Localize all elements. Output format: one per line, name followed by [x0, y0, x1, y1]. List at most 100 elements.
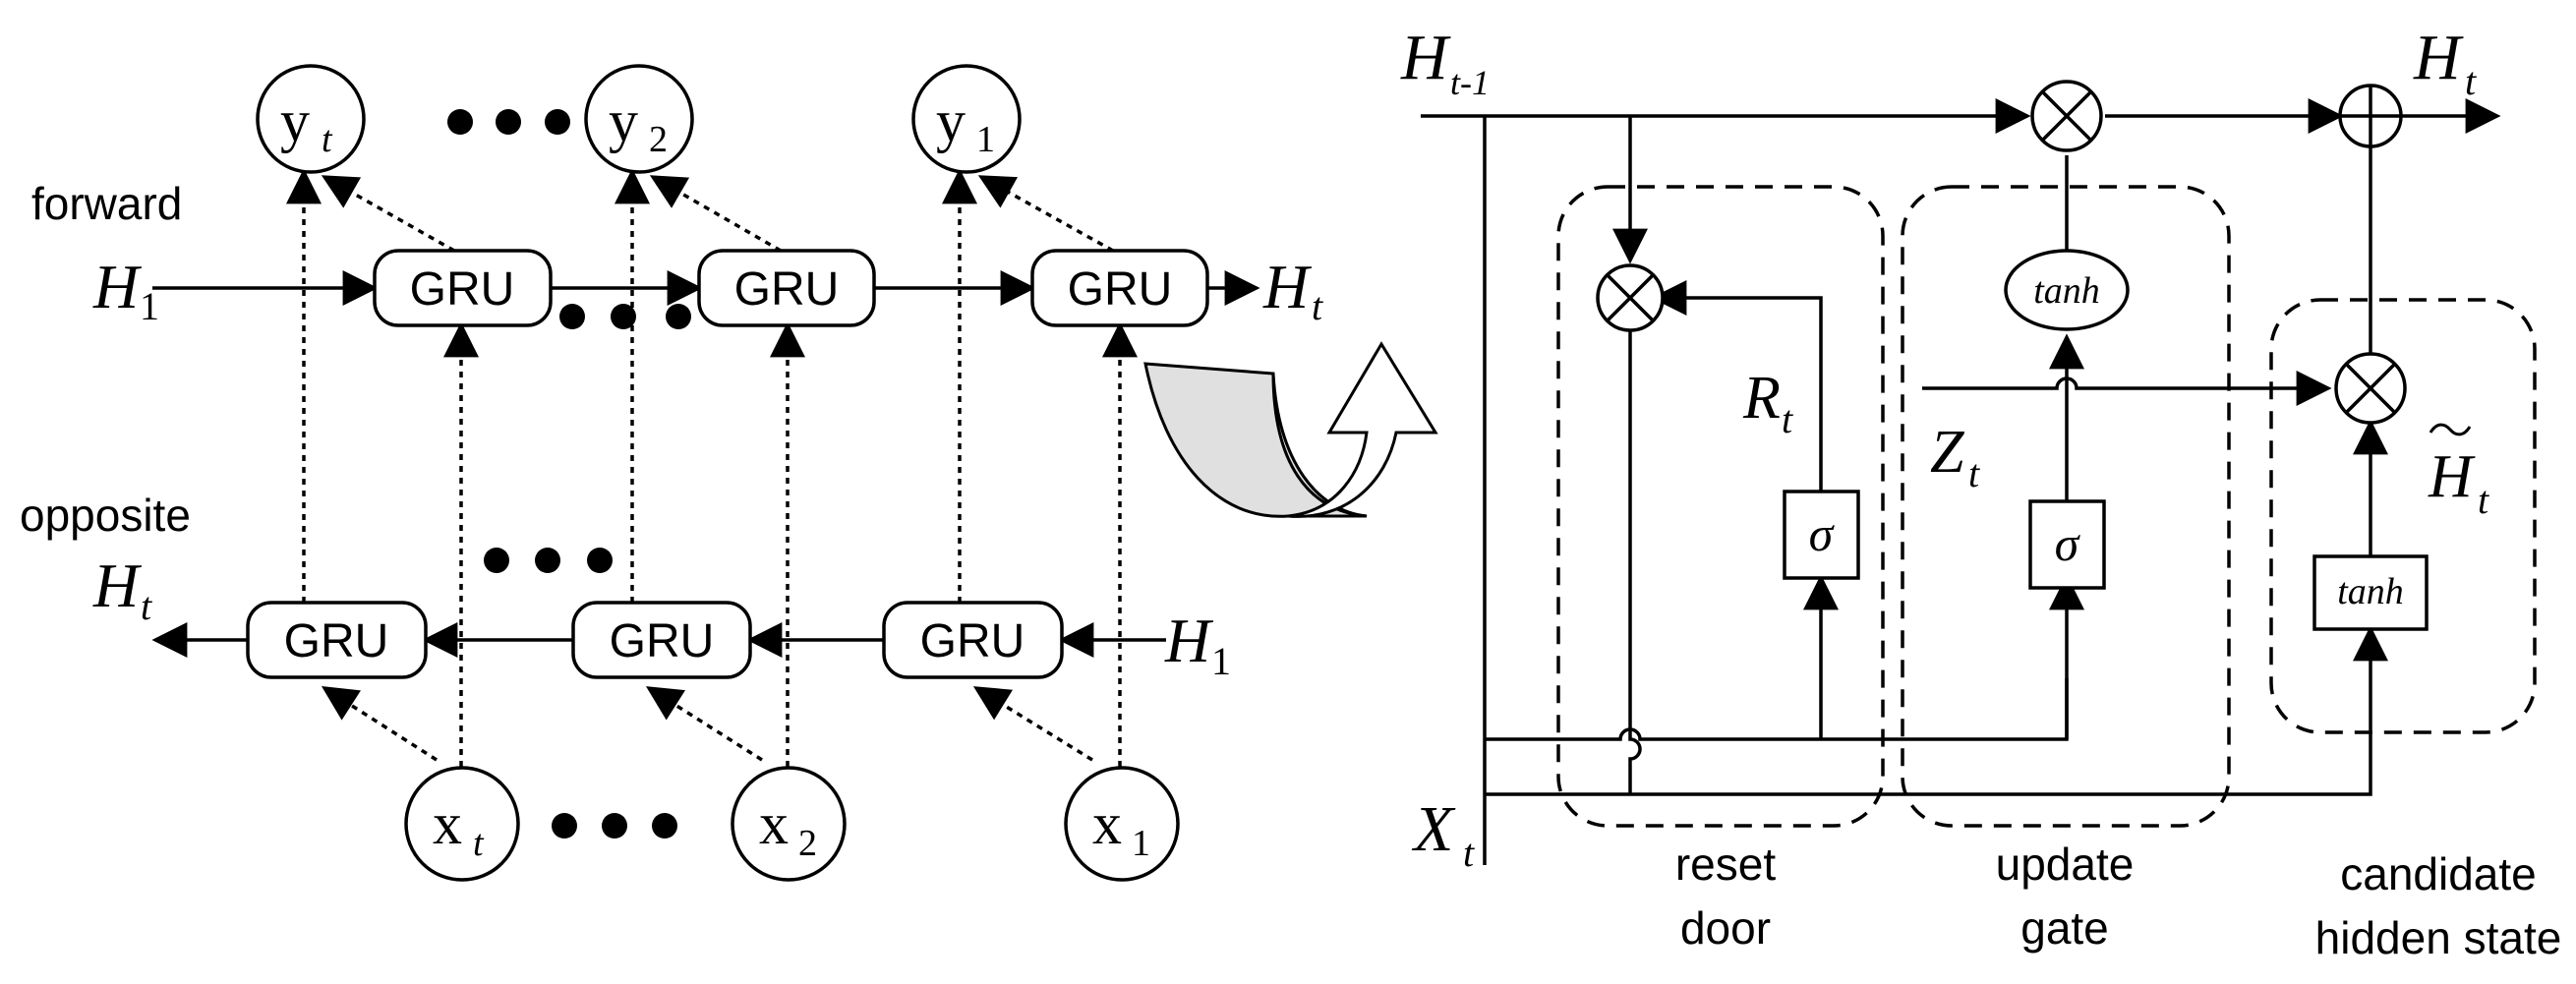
- caption-reset-line1: reset: [1675, 839, 1776, 890]
- candidate-tanh-label: tanh: [2337, 571, 2404, 612]
- output-y1-sub: 1: [976, 119, 995, 160]
- svg-text:H: H: [1262, 252, 1313, 321]
- output-node-y2: y 2: [584, 64, 694, 174]
- opposite-to-output-links: [286, 168, 977, 603]
- opposite-output-ht-main: H: [92, 550, 143, 620]
- x-in-sub: t: [1463, 831, 1475, 875]
- forward-to-output-links: [321, 175, 1114, 253]
- top-multiply-op: [2030, 80, 2103, 152]
- candidate-tanh-box: tanh: [2313, 554, 2429, 631]
- reset-door-region: [1556, 185, 1885, 828]
- input-node-x1: x 1: [1064, 766, 1180, 882]
- forward-gru-3-label: GRU: [1068, 263, 1173, 316]
- forward-gru-2: GRU: [697, 249, 876, 327]
- input-x2-sub: 2: [798, 823, 817, 864]
- h-tilde-main: H: [2428, 443, 2476, 510]
- update-tanh-node: tanh: [2004, 249, 2130, 331]
- h-tilde-label: H t: [2428, 423, 2489, 522]
- zoom-transition-arrow: [1143, 341, 1438, 518]
- svg-text:x: x: [1092, 791, 1122, 856]
- svg-text:X: X: [1411, 793, 1456, 865]
- output-y2-main: y: [609, 88, 638, 153]
- forward-input-h1-sub: 1: [140, 284, 159, 328]
- h-out-main: H: [2413, 22, 2464, 93]
- candidate-multiply-op: [2334, 352, 2407, 425]
- h-prev-main: H: [1400, 22, 1451, 93]
- opposite-output-ht-sub: t: [141, 584, 152, 628]
- output-node-y1: y 1: [911, 64, 1022, 174]
- svg-text:R: R: [1742, 365, 1781, 432]
- zt-main: Z: [1930, 419, 1964, 486]
- svg-text:H: H: [92, 550, 143, 620]
- forward-gru-2-label: GRU: [734, 263, 840, 316]
- svg-text:y: y: [280, 88, 310, 153]
- input-x1-sub: 1: [1132, 823, 1150, 864]
- gru-cell-panel: tanh σ σ tanh H t-1 H t X t R t Z t H t: [1400, 22, 2561, 963]
- forward-gru-3: GRU: [1030, 249, 1209, 327]
- rt-main: R: [1742, 365, 1781, 432]
- zt-sub: t: [1968, 451, 1980, 495]
- update-sigma-box: σ: [2028, 499, 2106, 590]
- caption-update-line2: gate: [2020, 902, 2109, 954]
- candidate-state-region: [2269, 298, 2537, 734]
- add-op: [2338, 84, 2403, 148]
- reset-mult-down: [1628, 331, 1642, 794]
- h-out-sub: t: [2465, 59, 2477, 103]
- forward-input-h1-main: H: [92, 252, 143, 321]
- input-to-opposite-links: [321, 686, 1093, 762]
- opposite-gru-1-label: GRU: [284, 615, 389, 667]
- reset-sigma-label: σ: [1809, 506, 1836, 561]
- svg-text:y: y: [936, 88, 966, 153]
- caption-candidate-line1: candidate: [2340, 848, 2537, 899]
- bus-line-2: [1485, 625, 2388, 796]
- output-node-yt: y t: [256, 64, 366, 174]
- input-xt-sub: t: [473, 823, 485, 864]
- opposite-input-h1-sub: 1: [1211, 639, 1231, 683]
- caption-candidate-line2: hidden state: [2315, 912, 2562, 963]
- rt-path: [1651, 280, 1823, 492]
- bigru-panel: GRU GRU GRU GRU GRU GRU y t: [20, 64, 1323, 882]
- forward-output-ht-sub: t: [1312, 284, 1323, 328]
- output-yt-sub: t: [322, 119, 333, 160]
- update-tanh-label: tanh: [2033, 270, 2100, 312]
- forward-output-ht-main: H: [1262, 252, 1313, 321]
- update-gate-region: [1901, 185, 2231, 828]
- ellipsis-dots: [447, 109, 691, 839]
- svg-text:H: H: [2428, 443, 2476, 510]
- svg-text:H: H: [1400, 22, 1451, 93]
- forward-gru-1: GRU: [373, 249, 553, 327]
- input-node-xt: x t: [404, 766, 520, 882]
- opposite-gru-1: GRU: [246, 601, 428, 679]
- reset-multiply-op: [1596, 263, 1665, 332]
- svg-text:x: x: [433, 791, 462, 856]
- rt-sub: t: [1782, 397, 1793, 441]
- output-y1-main: y: [936, 88, 966, 153]
- bus-line-1: [1485, 678, 2069, 741]
- forward-gru-1-label: GRU: [410, 263, 515, 316]
- input-to-forward-links: [443, 321, 1138, 767]
- svg-text:x: x: [759, 791, 789, 856]
- opposite-gru-2: GRU: [571, 601, 752, 679]
- input-xt-main: x: [433, 791, 462, 856]
- opposite-gru-3: GRU: [882, 601, 1064, 679]
- input-node-x2: x 2: [731, 766, 847, 882]
- forward-label: forward: [31, 178, 182, 229]
- caption-reset-line2: door: [1680, 902, 1771, 954]
- input-x1-main: x: [1092, 791, 1122, 856]
- opposite-label: opposite: [20, 490, 191, 541]
- svg-text:H: H: [92, 252, 143, 321]
- opposite-gru-2-label: GRU: [610, 615, 715, 667]
- input-x2-main: x: [759, 791, 789, 856]
- caption-update-line1: update: [1996, 839, 2135, 890]
- x-in-main: X: [1411, 793, 1456, 865]
- update-sigma-label: σ: [2055, 516, 2081, 571]
- h-tilde-sub: t: [2478, 478, 2489, 522]
- output-yt-main: y: [280, 88, 310, 153]
- svg-text:H: H: [1164, 606, 1214, 675]
- svg-text:y: y: [609, 88, 638, 153]
- opposite-gru-3-label: GRU: [920, 615, 1025, 667]
- zt-line: [1922, 371, 2332, 406]
- opposite-input-h1-main: H: [1164, 606, 1214, 675]
- svg-text:Z: Z: [1930, 419, 1964, 486]
